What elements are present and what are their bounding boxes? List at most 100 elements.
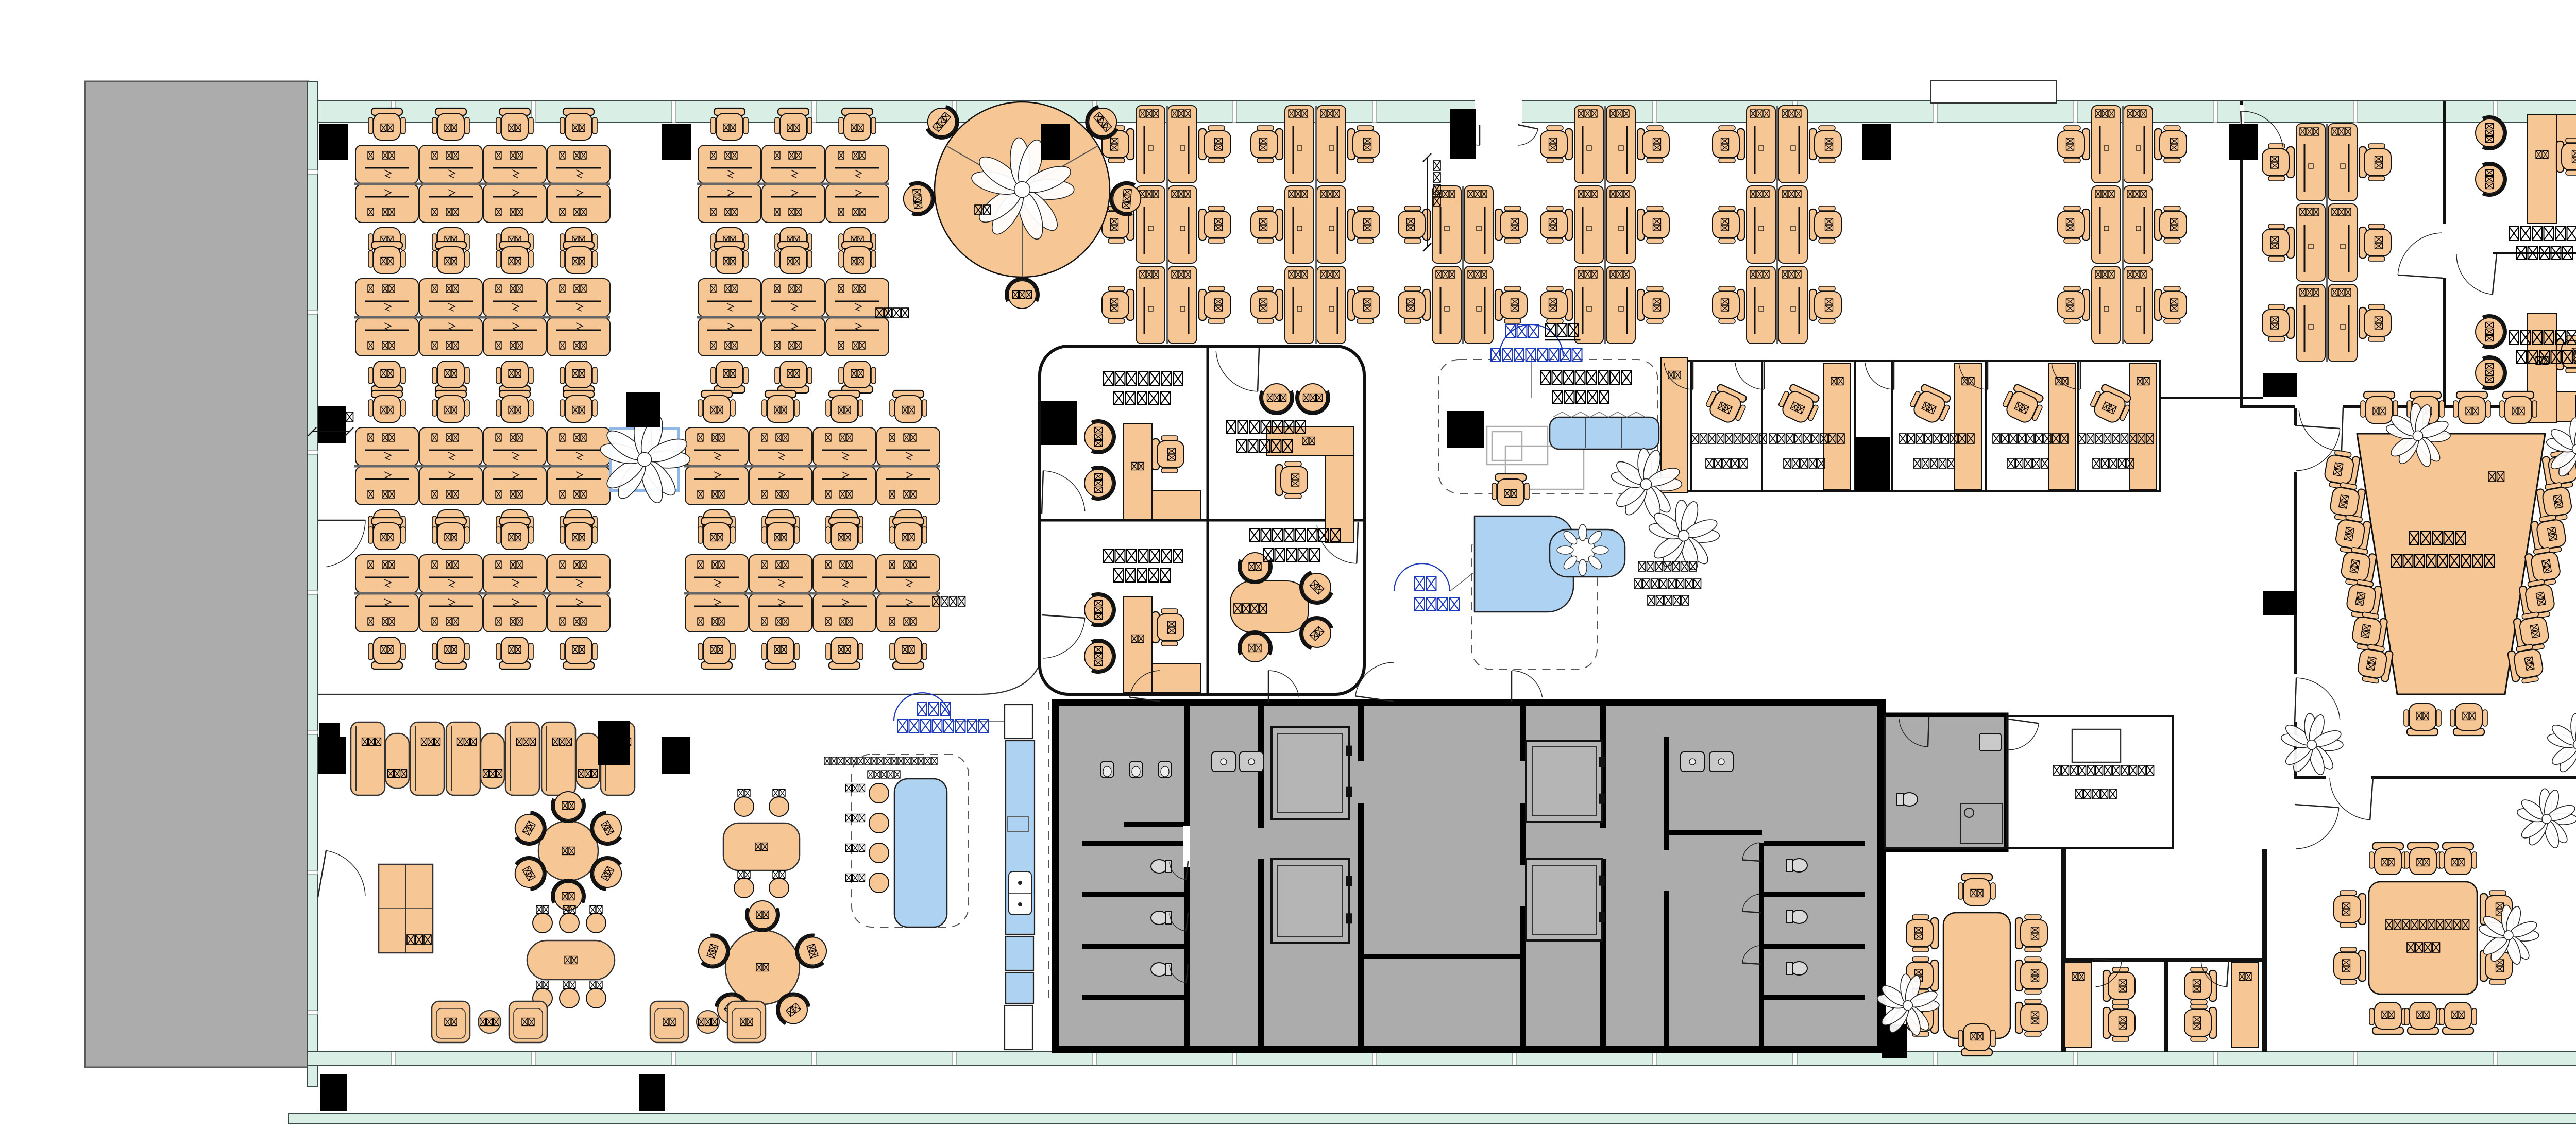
text-label (1291, 473, 1300, 487)
text-label (510, 284, 523, 293)
text-label (1302, 436, 1315, 446)
desk-cluster (1250, 105, 1380, 344)
text-label (1110, 138, 1119, 151)
wall-notch (1930, 80, 2057, 104)
text-label (2053, 765, 2155, 776)
text-label (1913, 458, 1955, 469)
text-label (932, 596, 966, 607)
text-label (367, 208, 374, 216)
office-chair (432, 361, 470, 394)
text-label (572, 256, 585, 266)
sink (1680, 751, 1705, 772)
text-label (1750, 109, 1770, 118)
text-label (838, 284, 844, 293)
text-label (510, 433, 523, 442)
text-label (1139, 109, 1159, 118)
door (2456, 254, 2498, 295)
text-label (444, 533, 457, 542)
text-label (572, 645, 585, 654)
text-label (380, 533, 394, 542)
text-label (875, 307, 909, 318)
text-label (1171, 270, 1191, 279)
text-label (1248, 562, 1262, 571)
text-label (761, 617, 768, 626)
text-label (1652, 298, 1662, 312)
text-label (2078, 433, 2154, 444)
office-chair (2360, 390, 2398, 424)
text-label (1363, 138, 1372, 151)
guest-chair (2475, 314, 2507, 349)
door (2294, 424, 2341, 471)
guest-chair (745, 900, 780, 932)
text-label (1110, 218, 1119, 231)
office-chair (825, 389, 863, 423)
text-label (775, 560, 789, 569)
text-label (711, 560, 725, 569)
text-label (573, 208, 587, 216)
office-chair (838, 361, 876, 394)
text-label (2485, 363, 2494, 383)
text-label (1970, 888, 1984, 898)
door (2294, 803, 2340, 849)
text-label (508, 533, 521, 542)
reception (1473, 412, 1660, 613)
text-label (382, 490, 395, 499)
guest-chair (795, 933, 827, 969)
door (1169, 861, 1189, 880)
text-label (839, 560, 853, 569)
text-label (1288, 190, 1308, 198)
office-chair (1151, 608, 1184, 646)
office-chair (838, 241, 876, 274)
text-label (367, 560, 374, 569)
door (2397, 232, 2444, 279)
text-label (2381, 1010, 2395, 1019)
office-chair (2014, 914, 2048, 952)
office-chair (368, 241, 406, 274)
text-label (1720, 298, 1730, 312)
office-chair (1398, 206, 1431, 244)
text-label (851, 256, 864, 266)
text-label (361, 737, 382, 746)
guest-chair (1005, 277, 1040, 309)
text-label (2270, 236, 2279, 249)
offices-east (2475, 114, 2576, 423)
text-label (510, 490, 523, 499)
office-chair (838, 107, 876, 141)
guest-chair (514, 811, 547, 846)
office-chair (1540, 125, 1573, 163)
dimensions (308, 153, 1432, 436)
text-label (1236, 439, 1293, 453)
text-label (2406, 942, 2441, 953)
office-chair (1101, 286, 1135, 324)
text-label (724, 208, 738, 216)
text-label (1578, 109, 1598, 118)
text-label (1652, 218, 1662, 231)
open-office-north (1101, 105, 2392, 362)
office-chair (2499, 390, 2537, 424)
text-label (431, 617, 438, 626)
office-chair (825, 517, 863, 550)
column (1450, 109, 1476, 159)
toilet (1896, 792, 1918, 807)
office-chair (1808, 286, 1842, 324)
text-label (1578, 270, 1598, 279)
text-label (431, 490, 438, 499)
text-label (852, 284, 866, 293)
text-label (367, 151, 374, 160)
text-label (559, 341, 566, 350)
door (1355, 662, 1395, 703)
text-label (2095, 190, 2115, 198)
text-label (902, 533, 915, 542)
text-label (536, 905, 549, 914)
text-label (1214, 298, 1223, 312)
text-label (1790, 401, 1806, 415)
desk-cluster (1398, 185, 1528, 344)
guest-chair (1084, 592, 1116, 627)
text-label (444, 369, 457, 378)
column (639, 1074, 665, 1111)
office-chair (432, 389, 470, 423)
pantry (845, 704, 1036, 1051)
text-label (431, 151, 438, 160)
column (1862, 124, 1891, 160)
text-label (838, 533, 851, 542)
